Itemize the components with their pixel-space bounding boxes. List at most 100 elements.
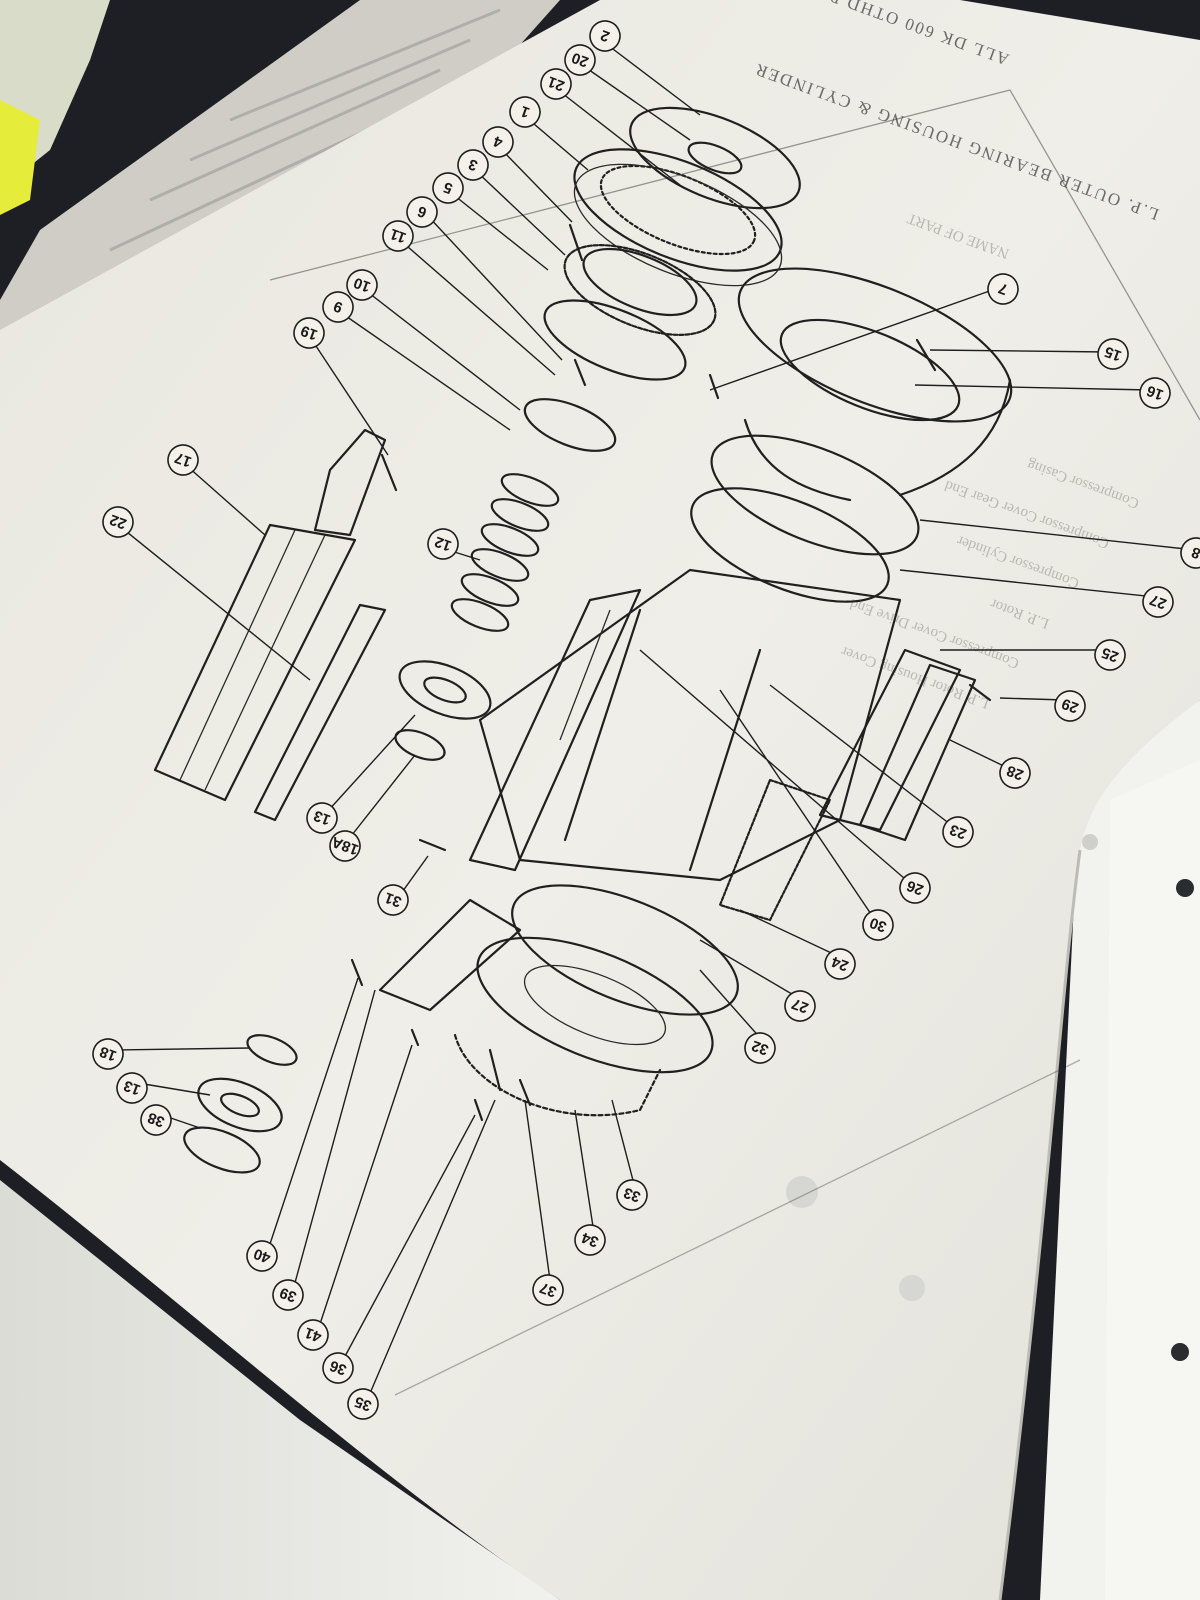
key-part [380,453,398,492]
callout-circle [1139,377,1171,409]
part-callout: 12 [427,528,459,560]
part-callout: 32 [744,1032,776,1064]
bearing-lower-part [197,1077,283,1133]
callout-circle [942,816,974,848]
callout-circle [347,1388,379,1420]
part-callout: 7 [987,273,1019,305]
part-callout: 25 [1094,639,1126,671]
part-callout: 41 [297,1319,329,1351]
callout-number: 32 [749,1037,770,1059]
callout-circle [297,1319,329,1351]
bolt-part [968,683,992,702]
stud-part [488,1048,502,1092]
part-callout: 27 [1142,586,1174,618]
end-cover-part [476,936,714,1074]
part-callout: 11 [382,220,414,252]
callout-circle [616,1179,648,1211]
foot-bracket-part [378,898,522,1012]
gasket-part [690,487,890,603]
part-callout: 24 [824,948,856,980]
callout-circle [329,830,361,862]
callout-circle [346,269,378,301]
callout-circle [574,1224,606,1256]
callout-circle [589,20,621,52]
under-sheet-right [1040,700,1200,1600]
callout-circle [406,196,438,228]
side-cover-part [468,588,642,872]
callout-number: 11 [388,225,409,246]
callout-number: 37 [537,1279,558,1301]
part-callout: 4 [482,126,514,158]
cylinder-body-part [478,568,902,882]
callout-circle [322,1352,354,1384]
gasket-side-part [718,778,832,922]
callout-number: 41 [302,1324,323,1346]
sticky-note [0,0,110,215]
part-callout: 19 [293,317,325,349]
callout-number: 29 [1059,695,1080,717]
bolt-part [350,958,364,987]
callout-number: 27 [1147,591,1168,613]
callout-circle [116,1072,148,1104]
part-callout: 13 [306,802,338,834]
callout-circle [306,802,338,834]
callout-circle [377,884,409,916]
part-callout: 23 [942,816,974,848]
part-callout: 15 [1097,338,1129,370]
part-callout: 9 [322,291,354,323]
spring-part [450,473,560,632]
part-callout: 5 [432,172,464,204]
callout-circle [246,1240,278,1272]
part-callout: 3 [457,149,489,181]
callout-number: 28 [1004,762,1025,784]
callout-number: 33 [621,1184,642,1206]
part-callout: 37 [532,1274,564,1306]
callout-circle [272,1279,304,1311]
callout-circle [1097,338,1129,370]
callout-number: 39 [277,1284,298,1306]
side-plate-part [858,663,977,842]
callout-circle [102,506,134,538]
lower-flange-part [511,884,739,1016]
callout-layer: 220211435611109191722121318A311813384039… [92,20,1200,1420]
part-callout: 10 [346,269,378,301]
part-callout: 18 [92,1038,124,1070]
part-callout: 8 [1180,537,1200,569]
callout-number: 24 [829,952,851,974]
callout-number: 16 [1144,382,1165,404]
callout-number: 23 [947,821,968,843]
part-callout: 28 [999,757,1031,789]
callout-number: 17 [172,449,193,471]
callout-number: 13 [311,807,332,829]
bolt-part [568,223,584,262]
part-callout: 38 [140,1104,172,1136]
callout-number: 12 [432,533,453,555]
page-edge [998,849,1082,1600]
callout-number: 25 [1099,644,1120,666]
callout-number: 26 [904,877,925,899]
part-callout: 13 [116,1072,148,1104]
part-callout: 34 [574,1224,606,1256]
callout-circle [509,96,541,128]
callout-circle [824,948,856,980]
bolt-part [410,1028,420,1047]
part-callout: 26 [899,872,931,904]
callout-circle [1142,586,1174,618]
callout-number: 10 [351,274,372,296]
callout-circle [457,149,489,181]
bolt-part [708,373,720,400]
bolt-part [418,838,447,852]
punch-holes [786,834,1098,1301]
callout-circle [784,990,816,1022]
part-callout: 6 [406,196,438,228]
part-callout: 36 [322,1352,354,1384]
part-callout: 30 [862,909,894,941]
callout-number: 38 [145,1109,166,1131]
callout-circle [167,444,199,476]
callout-circle [899,872,931,904]
part-callout: 18A [329,830,361,862]
callout-circle [987,273,1019,305]
callout-number: 31 [382,889,403,911]
callout-number: 40 [251,1245,272,1267]
